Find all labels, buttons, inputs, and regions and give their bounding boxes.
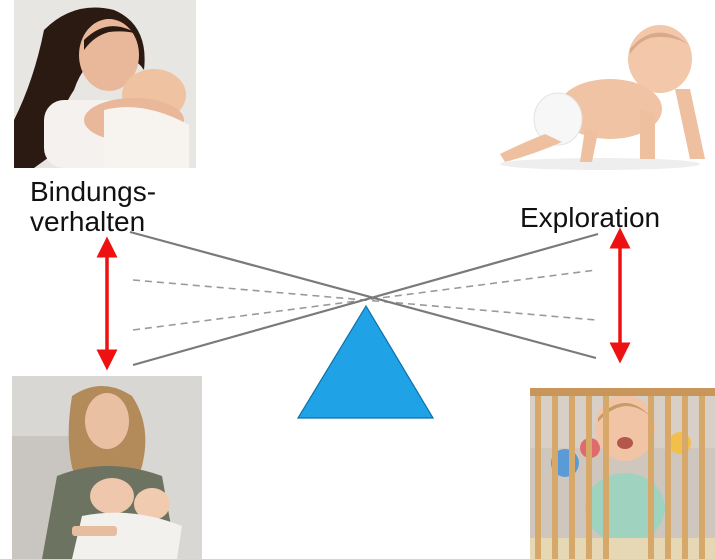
attachment-behaviour-label: Bindungs- verhalten xyxy=(30,177,156,237)
mother-holding-newborn-photo xyxy=(14,0,196,168)
attachment-label-line-1: Bindungs- xyxy=(30,176,157,207)
breastfeeding-mother-photo xyxy=(12,376,202,559)
exploration-label: Exploration xyxy=(520,202,661,233)
attachment-label-line-2: verhalten xyxy=(30,206,146,237)
seesaw-beam-tilted-right-down xyxy=(132,232,599,367)
crawling-baby-photo xyxy=(490,14,710,172)
crying-baby-in-crib-photo xyxy=(530,388,715,559)
seesaw-beam-tilted-left-down xyxy=(129,230,597,360)
fulcrum-triangle-icon xyxy=(296,304,435,419)
